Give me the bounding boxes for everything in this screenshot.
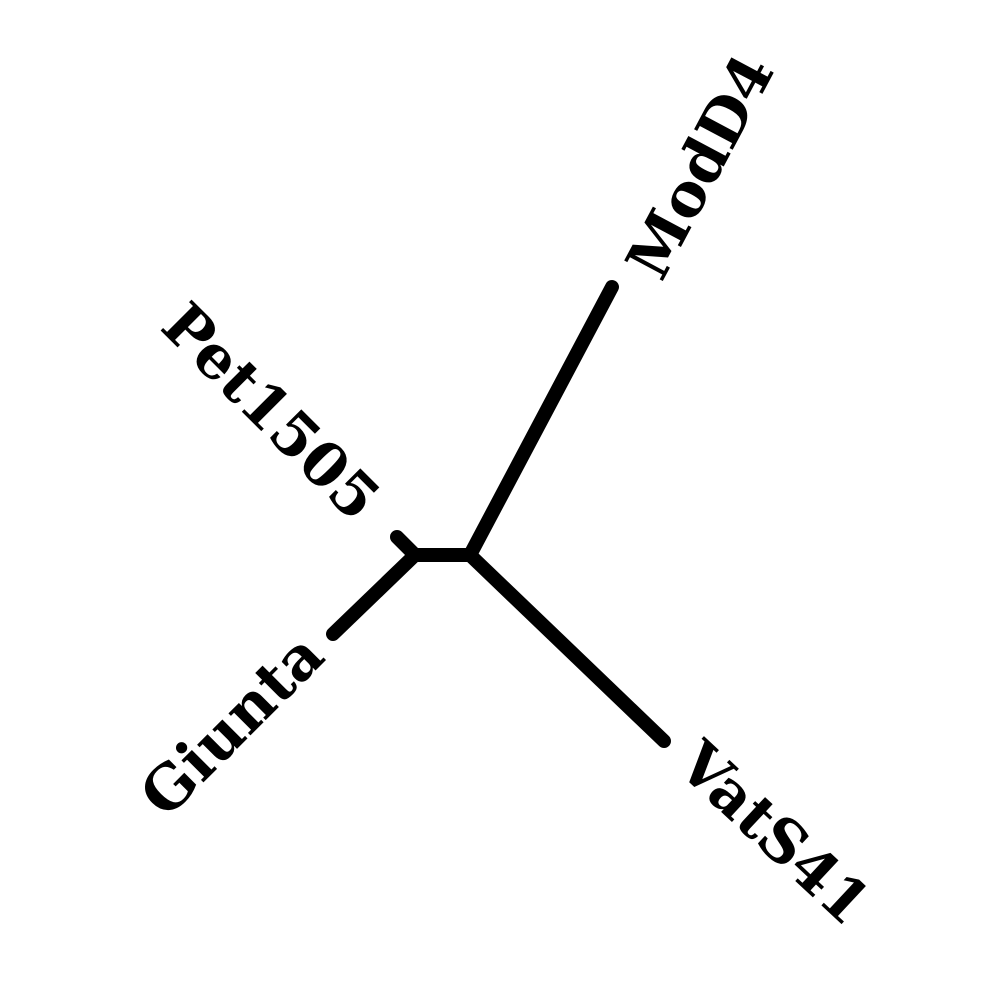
branch-vats41: [463, 548, 671, 748]
label-giunta: Giunta: [127, 620, 338, 831]
label-vats41: VatS41: [663, 727, 883, 939]
label-modd4: ModD4: [613, 44, 788, 291]
branch-giunta: [326, 548, 422, 641]
branch-modd4: [463, 280, 619, 562]
label-pet1505: Pet1505: [148, 290, 393, 535]
